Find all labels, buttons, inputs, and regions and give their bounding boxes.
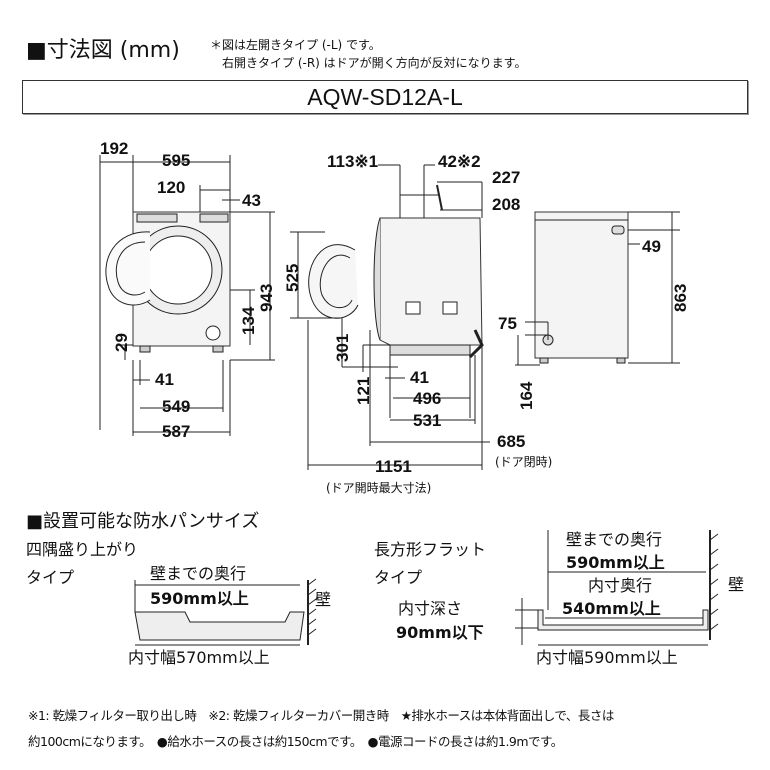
dim-120: 120 (157, 178, 186, 197)
dim-1151: 1151 (375, 457, 412, 476)
pan-type2-inner-height-label: 内寸深さ (398, 599, 463, 618)
pan-section-title: ■設置可能な防水パンサイズ (26, 511, 260, 532)
dim-49: 49 (642, 237, 661, 256)
footnote-line-2: 約100cmになります。 ●給水ホースの長さは約150cmです。 ●電源コードの… (28, 734, 563, 749)
pan-type1-wall: 壁 (315, 590, 332, 609)
pan-type2-name-1: 長方形フラット (374, 540, 487, 559)
pan-type2-name-2: タイプ (374, 568, 423, 587)
front-view-dimension-lines (99, 155, 275, 436)
dim-496: 496 (413, 389, 442, 408)
pan-type1-name-2: タイプ (26, 568, 75, 587)
pan-type2-inner-depth-label: 内寸奥行 (588, 576, 653, 595)
model-name: AQW-SD12A-L (307, 84, 463, 110)
pan-type1-drawing (134, 578, 317, 646)
dim-43: 43 (242, 191, 261, 210)
note-line-2: 右開きタイプ (-R) はドアが開く方向が反対になります。 (222, 56, 527, 70)
dim-121: 121 (354, 376, 373, 405)
side-view-dimension-lines (290, 164, 490, 470)
pan-type2-inner-height-value: 90mm以下 (396, 623, 484, 642)
dim-685: 685 (497, 432, 526, 451)
pan-type1-name-1: 四隅盛り上がり (26, 540, 139, 559)
dim-42: 42※2 (438, 152, 481, 171)
door-open-max-note: (ドア開時最大寸法) (326, 481, 432, 495)
dim-192: 192 (100, 139, 129, 158)
pan-type1-depth-value: 590mm以上 (150, 589, 249, 608)
rear-view-machine (534, 211, 629, 364)
pan-type2-inner-depth-value: 540mm以上 (562, 599, 661, 618)
footnote-line-1: ※1: 乾燥フィルター取り出し時 ※2: 乾燥フィルターカバー開き時 ★排水ホー… (28, 708, 614, 723)
dim-113: 113※1 (327, 152, 379, 171)
dim-164: 164 (517, 381, 536, 410)
page-title: ■寸法図 (mm) (26, 38, 180, 63)
rear-view-dimension-lines (515, 211, 680, 366)
dim-41: 41 (155, 370, 174, 389)
dim-134: 134 (239, 306, 258, 335)
pan-type2-wall: 壁 (728, 575, 745, 594)
door-closed-note: (ドア閉時) (495, 455, 553, 469)
dim-41-side: 41 (410, 368, 429, 387)
front-view-machine (105, 211, 231, 353)
pan-type2-depth-label: 壁までの奥行 (566, 530, 663, 549)
pan-type2-width: 内寸幅590mm以上 (536, 648, 678, 667)
dim-525: 525 (283, 263, 302, 292)
dim-531: 531 (413, 411, 442, 430)
dim-943: 943 (257, 283, 276, 312)
model-banner: AQW-SD12A-L (22, 80, 748, 114)
dim-595: 595 (162, 151, 191, 170)
pan-type2-drawing (515, 530, 719, 646)
dim-301: 301 (333, 333, 352, 362)
dim-549: 549 (162, 397, 191, 416)
dim-863: 863 (671, 283, 690, 312)
dim-75: 75 (498, 314, 517, 333)
dim-587: 587 (162, 422, 191, 441)
note-line-1: ＊図は左開きタイプ (-L) です。 (210, 38, 381, 52)
dim-208: 208 (492, 195, 521, 214)
pan-type2-depth-value: 590mm以上 (566, 553, 665, 572)
dim-227: 227 (492, 168, 521, 187)
pan-type1-width: 内寸幅570mm以上 (128, 648, 270, 667)
pan-type1-depth-label: 壁までの奥行 (150, 564, 247, 583)
dim-29: 29 (112, 333, 131, 352)
